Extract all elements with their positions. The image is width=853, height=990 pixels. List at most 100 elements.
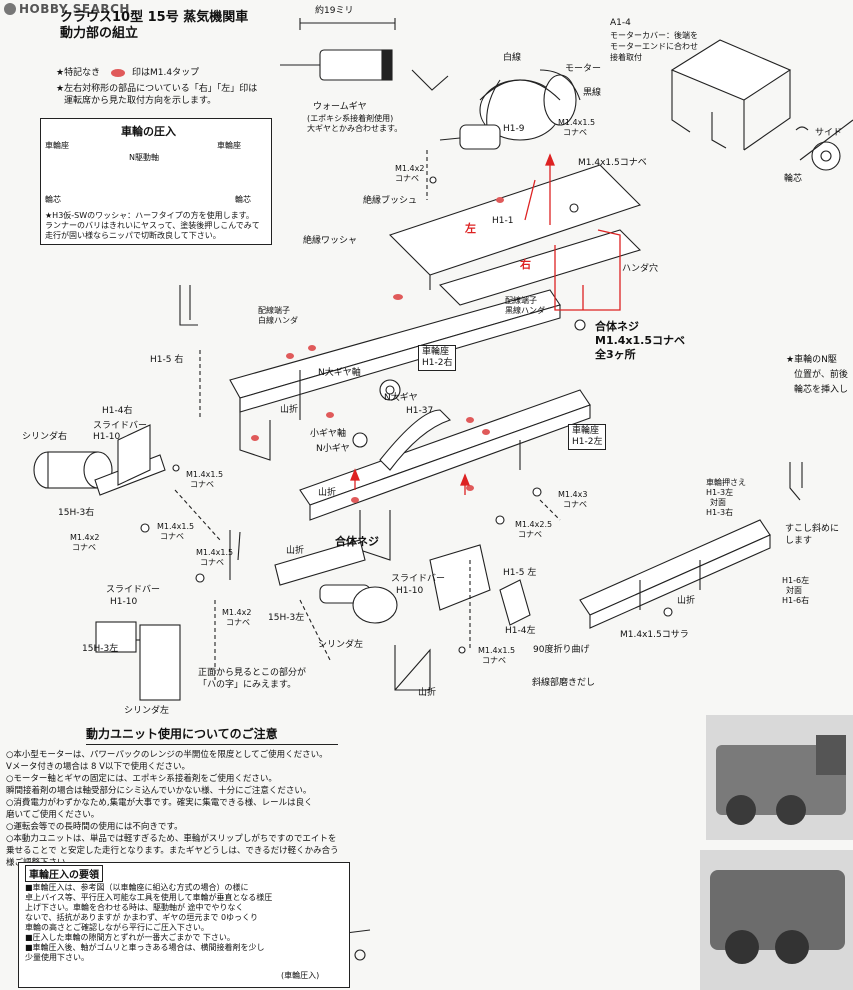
label-n-big-gear-shaft: N大ギヤ軸 [318,368,361,378]
label-h19: H1-9 [503,124,525,134]
label-h137: H1-37 [406,406,434,416]
label-white-wire: 白線 [503,53,522,63]
logo-text: HOBBY SEARCH [19,2,130,16]
note-line: ○モーター軸とギヤの固定には、エポキシ系接着剤をご使用ください。 [6,774,277,784]
label-m14x2-b-1: M1.4x2 [70,533,100,542]
label-wire-term-white-2: 白線ハンダ [258,316,298,325]
guide-line: ないで、括抗がありますが かまわず、ギヤの垣元まで 0ゆっくり [25,913,259,922]
label-slide-bar-l-2: H1-10 [396,586,424,596]
label-front-view-2: 「ハの字」にみえます。 [198,680,297,690]
label-yamaori-4: 山折 [286,546,305,556]
label-wheel-press-1: 車輪押さえ [706,478,746,487]
legend-mark-note: 印はM1.4タップ [132,68,200,78]
label-n-small-gear: N小ギヤ [316,444,350,454]
label-a14: A1-4 [610,18,631,28]
tag-wheel-seat-h12l-1: 車輪座 [572,426,600,436]
label-m14x15-c-1: M1.4x1.5 [196,548,234,557]
tag-wheel-seat-h12l-2: H1-2左 [572,437,603,447]
label-wheel-press-3: 対面 [710,498,726,507]
label-h16-2: 対面 [786,586,802,595]
label-slide-bar-l-1: スライドバー [391,574,446,584]
label-wire-term-white-1: 配線端子 [258,306,290,315]
label-side: サイド [815,128,843,138]
label-yamaori-1: 山折 [280,405,299,415]
guide-header: 車輪圧入の要領 [25,865,103,882]
label-h15r: H1-5 右 [150,355,184,365]
label-m14x15-right: M1.4x1.5コナベ [578,158,647,168]
press-axle: N駆動軸 [129,153,159,162]
wheel-press-box: 車輪の圧入 車輪座 車輪座 N駆動軸 輪芯 輪芯 ★H3仮-SWのワッシャ：ハー… [40,118,272,245]
notes-header: 動力ユニット使用についてのご注意 [86,725,338,745]
press-core-right: 輪芯 [235,195,251,204]
label-m14x25-2: コナベ [518,530,542,539]
label-star-right-1: ★車輪のN駆 [786,355,837,365]
note-line: ○消費電力がわずかなため,集電が大事です。確実に集電できる様、レールは良く [6,798,313,808]
label-slide-bar-l2-2: H1-10 [110,597,138,607]
label-bend-90: 90度折り曲げ [533,645,590,655]
guide-line: ■圧入した車輪の隙間方とずれが一番大ごまかで 下さい。 [25,933,235,942]
svg-text:左: 左 [464,221,476,235]
label-m14x2-b-2: コナベ [72,543,96,552]
tag-wheel-seat-h12l: 車輪座 H1-2左 [568,424,607,450]
label-h11: H1-1 [492,216,514,226]
legend-note2-l2: 運転席から見た取付方向を示します。 [64,96,217,106]
label-body-screw-1: 合体ネジ [595,320,639,333]
label-worm-gear-2: (エポキシ系接着剤使用) [307,114,394,123]
tag-wheel-seat-h12r-2: H1-2右 [422,358,453,368]
label-m14x15-b-2: コナベ [160,532,184,541]
svg-text:右: 右 [519,257,531,271]
label-insul-bush: 絶縁ブッシュ [363,196,418,206]
label-m14x15-kosara: M1.4x1.5コサラ [620,630,689,640]
photo-assembled-chassis-bottom [700,850,853,990]
label-n-big-gear: N大ギヤ [384,393,418,403]
label-body-screw-2: M1.4x1.5コナベ [595,334,686,347]
label-wire-term-black-2: 黒線ハンダ [505,306,545,315]
note-line: ○本小型モーターは、パワーパックのレンジの半開位を限度としてご使用ください。 [6,750,328,760]
label-slide-bar-r-1: スライドバー [93,421,148,431]
label-body-screw-3: 全3ヶ所 [595,348,636,361]
label-m14x15-top-1: M1.4x1.5 [558,118,596,127]
label-worm-gear-3: 大ギヤとかみ合わせます。 [307,124,403,133]
label-m14x2-2: コナベ [395,174,419,183]
title-line1: クラウス10型 15号 蒸気機関車 [60,10,249,25]
label-slight-angle-1: すこし斜めに [785,524,840,534]
label-m14x25-1: M1.4x2.5 [515,520,553,529]
label-solder-hole: ハンダ穴 [622,264,659,274]
label-black-wire: 黒線 [583,88,602,98]
press-note-l1: ★H3仮-SWのワッシャ：ハーフタイプの方を使用します。 [45,211,254,220]
press-core-left: 輪芯 [45,195,61,204]
label-polish: 斜線部磨きだし [532,678,596,688]
press-note-l2: ランナーのバリはきれいにヤスって、塗装後押しこんでみて [45,221,260,230]
label-yamaori-2: 山折 [318,488,337,498]
label-m14x2-c-1: M1.4x2 [222,608,252,617]
guide-line: ■車輪圧入後、軸がゴムリと車っきある場合は、横間接着剤を少し [25,943,265,952]
label-h15-3l: 15H-3左 [268,613,305,623]
label-h14l: H1-4左 [505,626,536,636]
note-line: ○運転会等での長時間の使用には不向きです。 [6,822,183,832]
page-title: クラウス10型 15号 蒸気機関車 動力部の組立 [60,10,248,42]
label-h15-3l-b: 15H-3左 [82,644,119,654]
label-yamaori-5: 山折 [418,688,437,698]
note-line: 乗せることで と安定した走行となります。またギヤどうしは、できるだけ軽くかみ合う [6,846,339,856]
label-star-right-2: 位置が、前後 [794,370,848,380]
label-h16-1: H1-6左 [782,576,810,585]
label-m14x15-mid-1: M1.4x1.5 [186,470,224,479]
press-wheel-seat-right: 車輪座 [217,141,241,150]
label-slide-bar-l2-1: スライドバー [106,585,161,595]
guide-line: 車輪の高さとご確認しながら平行にご圧入下さい。 [25,923,209,932]
label-wheel-press-2: H1-3左 [706,488,734,497]
label-small-gear-shaft: 小ギヤ軸 [310,429,347,439]
label-m14x3-1: M1.4x3 [558,490,588,499]
label-m14x3-2: コナベ [563,500,587,509]
label-m14x15-mid-2: コナベ [190,480,214,489]
label-cyl-l2: シリンダ左 [124,706,170,716]
label-motor-cover-3: 接着取付 [610,53,642,62]
label-cyl-r: シリンダ右 [22,432,68,442]
label-m14x15-b-1: M1.4x1.5 [157,522,195,531]
label-h15l: H1-5 左 [503,568,537,578]
note-line: Vメータ付きの場合は 8 V以下で使用ください。 [6,762,190,772]
note-line: 磨いてご使用ください。 [6,810,100,820]
label-front-view-1: 正面から見るとこの部分が [198,668,307,678]
label-worm-gear-1: ウォームギヤ [313,102,367,112]
guide-line: ■車輪圧入は、参考図（以車輪座に組込む方式の場合）の様に [25,883,249,892]
